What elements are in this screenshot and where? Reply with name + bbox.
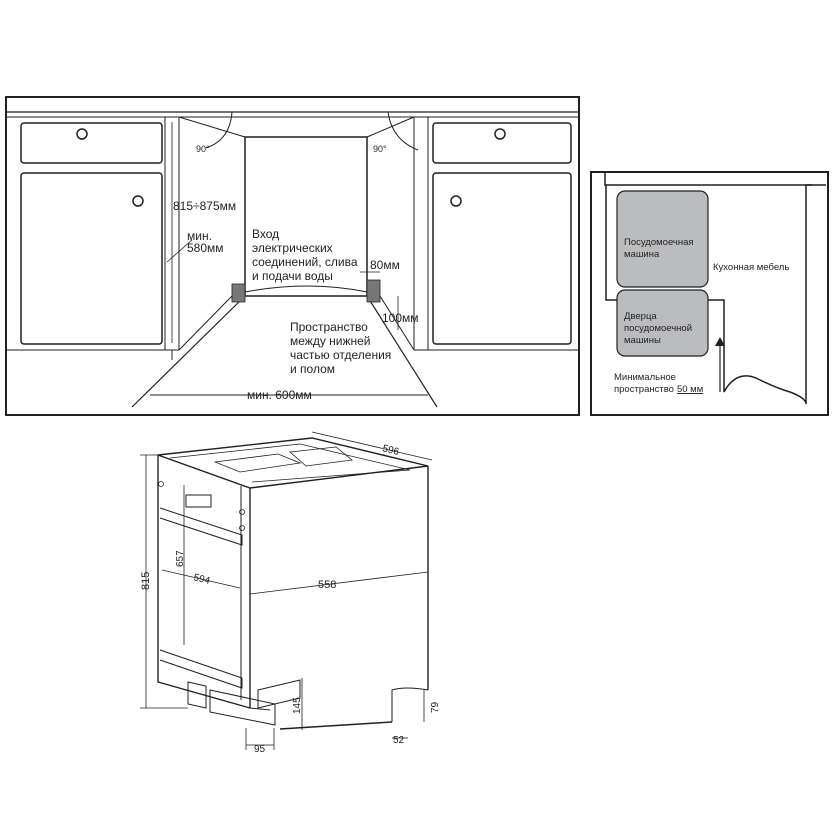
foot-bracket: [209, 689, 276, 726]
dim-145-label: 145: [292, 697, 303, 714]
top-panel-recess: [213, 453, 302, 473]
right-cabinet: [413, 117, 579, 351]
dim-594-label: 594: [192, 572, 211, 587]
door-label-2: посудомоечной: [624, 323, 692, 334]
dim-596-label: 596: [381, 443, 400, 458]
floor-line-left: [131, 295, 246, 408]
space-label-4: и полом: [290, 362, 335, 376]
top-inner-edge: [169, 443, 411, 483]
floor-edge: [178, 295, 233, 351]
screw-icon: [239, 525, 245, 531]
screw-icon: [158, 481, 164, 487]
min-width-label: мин. 600мм: [247, 388, 312, 402]
dishwasher-block: [616, 190, 709, 288]
door-label-1: Дверца: [624, 311, 657, 322]
dim-594-line: [161, 569, 241, 589]
door-knob-icon: [450, 195, 462, 207]
niche-frame: [5, 96, 580, 416]
appliance-drawing: 596 815 657 594 558 145 95 79 52: [140, 431, 441, 755]
min-space-label-1: Минимальное: [614, 372, 676, 383]
left-cabinet: [6, 117, 180, 360]
niche-edge: [178, 116, 246, 138]
dishwasher-label-2: машина: [624, 249, 660, 260]
floor-line-right: [366, 295, 438, 408]
min-space-value: 50 мм: [677, 384, 703, 395]
left-drawer: [20, 122, 163, 164]
space-label-1: Пространство: [290, 320, 368, 334]
right-door: [432, 172, 572, 345]
inlet-label-4: и подачи воды: [252, 269, 333, 283]
right-hole-block: [366, 279, 381, 303]
upper-rail: [159, 507, 243, 546]
dim-79-label: 79: [430, 701, 441, 713]
front-left-edge: [157, 455, 251, 709]
floor-edge: [379, 295, 415, 351]
door-label-3: машины: [624, 335, 661, 346]
door-knob-icon: [132, 195, 144, 207]
niche-cavity: [131, 116, 438, 408]
clearance-diagram: Посудомоечная машина Дверца посудомоечно…: [590, 171, 829, 416]
space-label-3: частью отделения: [290, 348, 391, 362]
angle-arc-left: [205, 111, 233, 149]
dim-100-label: 100мм: [382, 311, 419, 325]
height-range-label: 815÷875мм: [173, 199, 236, 213]
plinth-notch: [391, 687, 429, 722]
dishwasher-door-block: [616, 289, 709, 357]
inlet-hose: [244, 285, 368, 293]
control-cutout: [185, 494, 212, 508]
screw-icon: [239, 509, 245, 515]
niche-back-wall: [244, 136, 368, 297]
dim-80-label: 80мм: [370, 258, 400, 272]
inlet-label-3: соединений, слива: [252, 255, 358, 269]
rear-foot: [257, 679, 301, 709]
inlet-label-2: электрических: [252, 241, 333, 255]
dim-558-label: 558: [318, 579, 336, 591]
min-space-prefix: пространство: [614, 384, 674, 395]
clearance-frame: [590, 171, 829, 416]
drawer-knob-icon: [494, 128, 506, 140]
dim-52-label: 52: [393, 735, 405, 746]
niche-edge: [366, 116, 415, 138]
dim-558-line: [249, 571, 429, 595]
furniture-label: Кухонная мебель: [713, 262, 789, 273]
dishwasher-label-1: Посудомоечная: [624, 237, 694, 248]
right-drawer: [432, 122, 572, 164]
min-depth-leader: [166, 239, 193, 263]
inlet-label-1: Вход: [252, 227, 279, 241]
top-panel-recess-2: [289, 446, 353, 467]
angle-left-label: 90°: [196, 144, 210, 154]
front-foot: [187, 681, 207, 709]
niche-diagram: 90° 90° 815÷875мм мин. 580мм Вход электр…: [5, 96, 580, 416]
drawer-knob-icon: [76, 128, 88, 140]
left-door: [20, 172, 163, 345]
kitchen-furniture-outline: [604, 172, 826, 405]
min-depth-label-1: мин.: [187, 229, 212, 243]
angle-arc-right: [387, 111, 419, 151]
plinth-bottom: [279, 721, 393, 730]
angle-right-label: 90°: [373, 144, 387, 154]
dim-657-label: 657: [175, 550, 186, 567]
space-label-2: между нижней: [290, 334, 371, 348]
dim-815-label: 815: [140, 572, 152, 590]
lower-rail: [159, 649, 243, 689]
min-depth-label-2: 580мм: [187, 241, 224, 255]
arrow-up-icon: [715, 337, 725, 346]
dim-596-line: [311, 431, 433, 461]
dim-95-label: 95: [254, 744, 266, 755]
bottom-edge: [249, 707, 271, 711]
left-hole-block: [231, 283, 246, 303]
